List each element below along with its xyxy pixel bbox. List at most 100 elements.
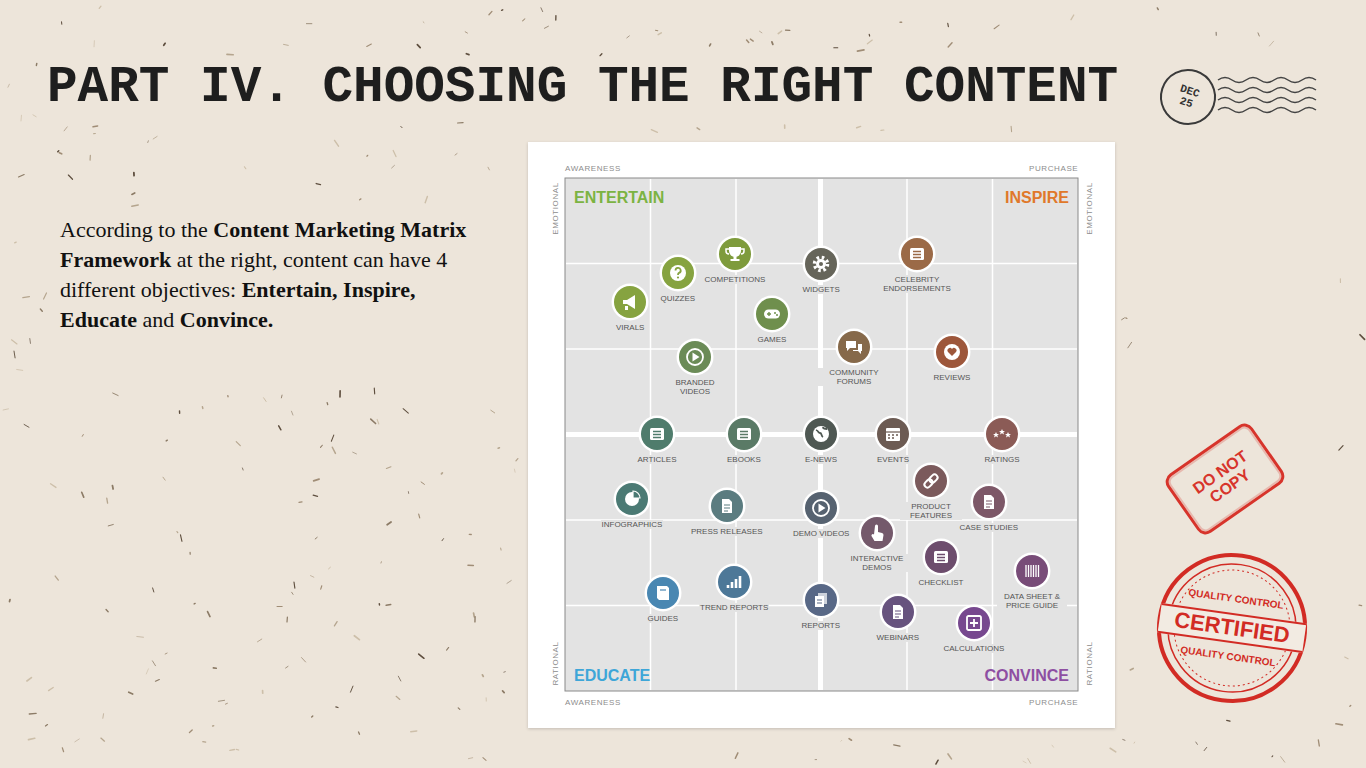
paper-fiber [392,165,395,168]
icon-ring [660,255,697,292]
bold-term: Convince. [180,307,274,332]
paper-fiber [498,447,499,449]
paper-fiber [106,498,108,503]
paper-fiber [62,748,63,752]
icon-glyph [923,473,939,489]
icon-ring [803,246,840,283]
icon-ring [859,515,896,552]
content-icon [1014,553,1051,590]
icon-ring [709,488,746,525]
icon-ring [754,296,791,333]
paper-fiber [264,398,267,402]
paper-fiber [894,745,900,746]
paper-fiber [27,678,32,681]
icon-disc [901,238,933,270]
paper-fiber [840,740,842,742]
content-type-label: ARTICLES [637,455,678,464]
paper-fiber [366,155,368,157]
icon-ring [726,416,763,453]
paper-fiber [55,576,58,580]
paper-fiber [786,30,790,31]
content-type-label: RATINGS [984,455,1021,464]
content-type-label: WIDGETS [802,285,841,294]
icon-disc [711,490,743,522]
paper-fiber [398,676,401,681]
icon-glyph [893,605,903,619]
paper-fiber [112,486,114,489]
content-icon [803,246,840,283]
paper-fiber [778,31,781,33]
paper-fiber [425,196,427,202]
icon-ring [913,463,950,500]
paper-fiber [379,604,381,605]
paper-fiber [759,31,761,33]
paper-fiber [386,604,391,606]
paper-fiber [129,692,133,694]
icon-ring [612,284,649,321]
paper-fiber [315,537,317,539]
paper-fiber [815,759,817,760]
content-icon [875,416,912,453]
paper-fiber [147,141,149,143]
paper-fiber [387,522,391,525]
paper-fiber [900,21,902,23]
paper-fiber [442,539,444,541]
icon-glyph [967,616,981,630]
icon-glyph [722,499,732,513]
icon-disc [805,418,837,450]
paper-fiber [94,41,95,47]
paper-fiber [257,639,261,642]
paper-fiber [1071,15,1074,20]
icon-disc [805,248,837,280]
paper-fiber [514,469,516,472]
paper-fiber [401,126,402,127]
icon-glyph [687,349,703,365]
paper-fiber [40,309,42,311]
paper-fiber [17,369,23,371]
paper-fiber [1349,705,1351,707]
paper-fiber [1123,739,1125,741]
paper-fiber [24,424,29,427]
content-type-label: BRANDED VIDEOS [664,378,726,396]
icon-glyph [813,426,829,442]
postmark-date: DEC 25 [1170,81,1206,113]
icon-glyph [625,491,640,506]
content-type-label: REPORTS [801,621,842,630]
paper-fiber [491,410,495,413]
paper-fiber [393,151,396,157]
paper-fiber [458,708,460,709]
icon-ring [717,236,754,273]
icon-ring [803,416,840,453]
icon-ring [639,416,676,453]
paper-fiber [329,567,331,569]
paper-fiber [284,44,289,46]
content-type-label: COMMUNITY FORUMS [818,368,890,386]
matrix-ground [565,178,1078,691]
icon-glyph [737,428,751,440]
paper-fiber [12,340,17,344]
icon-disc [877,418,909,450]
content-type-label: INFOGRAPHICS [601,520,664,529]
icon-ring [803,490,840,527]
paper-fiber [360,198,361,200]
paper-fiber [301,658,305,662]
paper-fiber [419,654,424,658]
paper-fiber [455,154,457,156]
wave-line [1218,88,1316,93]
quadrant: INSPIRE [823,178,1078,432]
paper-fiber [947,23,949,26]
icon-disc [1016,555,1048,587]
paper-fiber [503,691,505,693]
paper-fiber [225,703,227,705]
paper-fiber [423,21,425,23]
content-icon [614,481,651,518]
icon-disc [958,607,990,639]
paper-fiber [1359,604,1361,606]
paper-fiber [106,609,108,611]
paper-fiber [857,126,861,127]
paper-fiber [64,127,67,131]
paper-fiber [44,293,47,299]
icon-ring [1014,553,1051,590]
paper-fiber [350,686,352,692]
paper-fiber [244,167,245,169]
